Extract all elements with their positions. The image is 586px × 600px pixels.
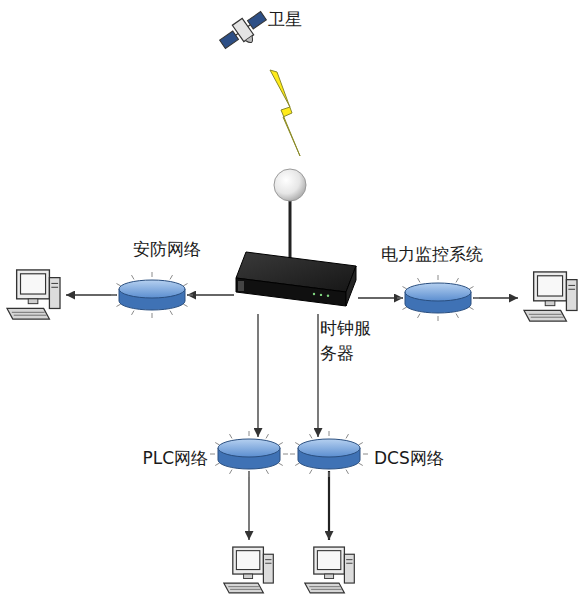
disk-tick bbox=[111, 295, 116, 296]
clock-server: 时钟服务器 bbox=[234, 250, 358, 314]
network-disk-outline bbox=[117, 278, 187, 312]
link-arrow bbox=[248, 471, 249, 540]
disk-tick bbox=[278, 443, 282, 446]
disk-tick bbox=[183, 304, 187, 307]
disk-tick bbox=[363, 454, 368, 455]
disk-tick bbox=[249, 431, 250, 436]
disk-tick bbox=[152, 313, 153, 318]
computer-icon bbox=[305, 547, 355, 593]
node-label: 电力监控系统 bbox=[381, 243, 483, 266]
disk-tick bbox=[290, 454, 295, 455]
server-front bbox=[236, 278, 346, 306]
clock-server-outline bbox=[234, 250, 358, 314]
node-label: 卫星 bbox=[268, 8, 302, 31]
disk-tick bbox=[456, 314, 459, 318]
disk-tick bbox=[215, 443, 219, 446]
edge-layer bbox=[187, 295, 403, 437]
node-label: DCS网络 bbox=[374, 447, 444, 470]
disk-top bbox=[119, 280, 185, 298]
antenna-ball bbox=[274, 169, 306, 201]
link-arrow bbox=[328, 471, 330, 540]
disk-tick bbox=[418, 314, 421, 318]
connector-arrow bbox=[187, 294, 234, 295]
satellite-body bbox=[217, 7, 272, 56]
disk-tick bbox=[358, 463, 362, 466]
server-led bbox=[327, 295, 329, 297]
connector-arrow bbox=[358, 297, 403, 298]
disk-tick bbox=[310, 470, 313, 474]
satellite-icon-outline bbox=[222, 6, 264, 54]
computer-icon bbox=[524, 272, 577, 321]
disk-tick bbox=[132, 311, 135, 315]
disk-tick bbox=[278, 463, 282, 466]
disk-tick bbox=[283, 454, 288, 455]
disk-tick bbox=[215, 463, 219, 466]
disk-tick bbox=[469, 287, 473, 290]
disk-tick bbox=[358, 443, 362, 446]
link-arrow bbox=[473, 297, 518, 298]
computer-icon bbox=[7, 270, 60, 319]
server-handle bbox=[238, 281, 244, 291]
disk-top bbox=[405, 283, 471, 301]
connector-arrow bbox=[257, 314, 258, 437]
disk-top bbox=[298, 439, 360, 457]
disk-tick bbox=[183, 284, 187, 287]
disk-tick bbox=[418, 278, 421, 282]
disk-top bbox=[218, 439, 280, 457]
signal-bolt bbox=[270, 70, 300, 156]
disk-tick bbox=[402, 287, 406, 290]
disk-tick bbox=[469, 307, 473, 310]
network-disk: PLC网络 bbox=[216, 437, 282, 471]
disk-tick bbox=[152, 272, 153, 277]
disk-tick bbox=[116, 304, 120, 307]
disk-tick bbox=[397, 298, 402, 299]
node-label: 时钟服务器 bbox=[320, 316, 376, 366]
node-label: PLC网络 bbox=[142, 447, 208, 470]
network-disk-outline bbox=[296, 437, 362, 471]
link-arrow bbox=[66, 294, 117, 295]
computer-icon bbox=[224, 547, 273, 593]
disk-tick bbox=[170, 275, 173, 279]
disk-tick bbox=[346, 470, 349, 474]
server-led bbox=[313, 293, 315, 295]
disk-tick bbox=[116, 284, 120, 287]
connector-arrow bbox=[317, 314, 318, 437]
network-disk-outline bbox=[403, 281, 473, 315]
network-disk: 安防网络 bbox=[117, 278, 187, 312]
disk-tick bbox=[266, 470, 269, 474]
disk-tick bbox=[438, 316, 439, 321]
disk-tick bbox=[249, 472, 250, 477]
disk-tick bbox=[346, 434, 349, 438]
server-led bbox=[320, 294, 322, 296]
disk-tick bbox=[329, 472, 330, 477]
disk-tick bbox=[456, 278, 459, 282]
disk-tick bbox=[230, 434, 233, 438]
network-disk: 电力监控系统 bbox=[403, 281, 473, 315]
disk-tick bbox=[132, 275, 135, 279]
network-disk: DCS网络 bbox=[296, 437, 362, 471]
disk-tick bbox=[474, 298, 479, 299]
disk-tick bbox=[295, 443, 299, 446]
disk-tick bbox=[230, 470, 233, 474]
disk-tick bbox=[295, 463, 299, 466]
disk-tick bbox=[438, 275, 439, 280]
disk-tick bbox=[310, 434, 313, 438]
disk-tick bbox=[170, 311, 173, 315]
disk-tick bbox=[329, 431, 330, 436]
disk-tick bbox=[188, 295, 193, 296]
disk-tick bbox=[210, 454, 215, 455]
disk-tick bbox=[266, 434, 269, 438]
antenna-pole bbox=[289, 196, 292, 262]
node-label: 安防网络 bbox=[133, 238, 201, 261]
network-disk-outline bbox=[216, 437, 282, 471]
satellite-icon: 卫星 bbox=[222, 6, 264, 54]
server-side bbox=[346, 266, 356, 306]
disk-tick bbox=[402, 307, 406, 310]
